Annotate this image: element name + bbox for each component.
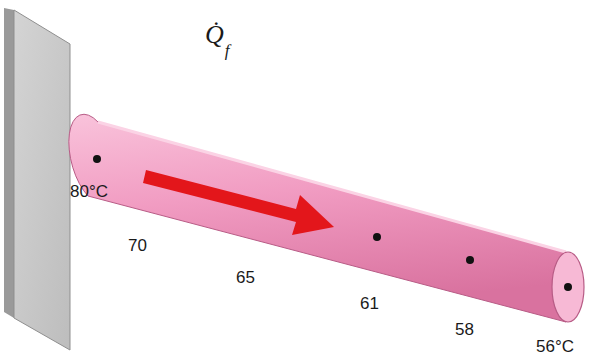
rod-end — [552, 252, 584, 322]
wall-plate — [14, 10, 70, 350]
thermocouple-dot — [466, 256, 474, 264]
temperature-label: 65 — [236, 269, 255, 286]
thermocouple-dot — [373, 233, 381, 241]
thermocouple-dot — [93, 155, 101, 163]
thermocouple-dot — [564, 283, 572, 291]
temperature-label: 61 — [360, 295, 379, 312]
rod-body — [69, 114, 566, 322]
temperature-label: 58 — [455, 321, 474, 338]
temperature-label: 56°C — [536, 338, 574, 355]
temperature-label: 70 — [128, 237, 147, 254]
heat-flow-arrow — [143, 170, 334, 235]
flux-subscript: f — [225, 42, 230, 59]
wall-edge — [4, 8, 14, 318]
flux-symbol: Q̇ — [205, 22, 224, 48]
rod-highlight — [98, 122, 566, 252]
temperature-label: 80°C — [70, 183, 108, 200]
